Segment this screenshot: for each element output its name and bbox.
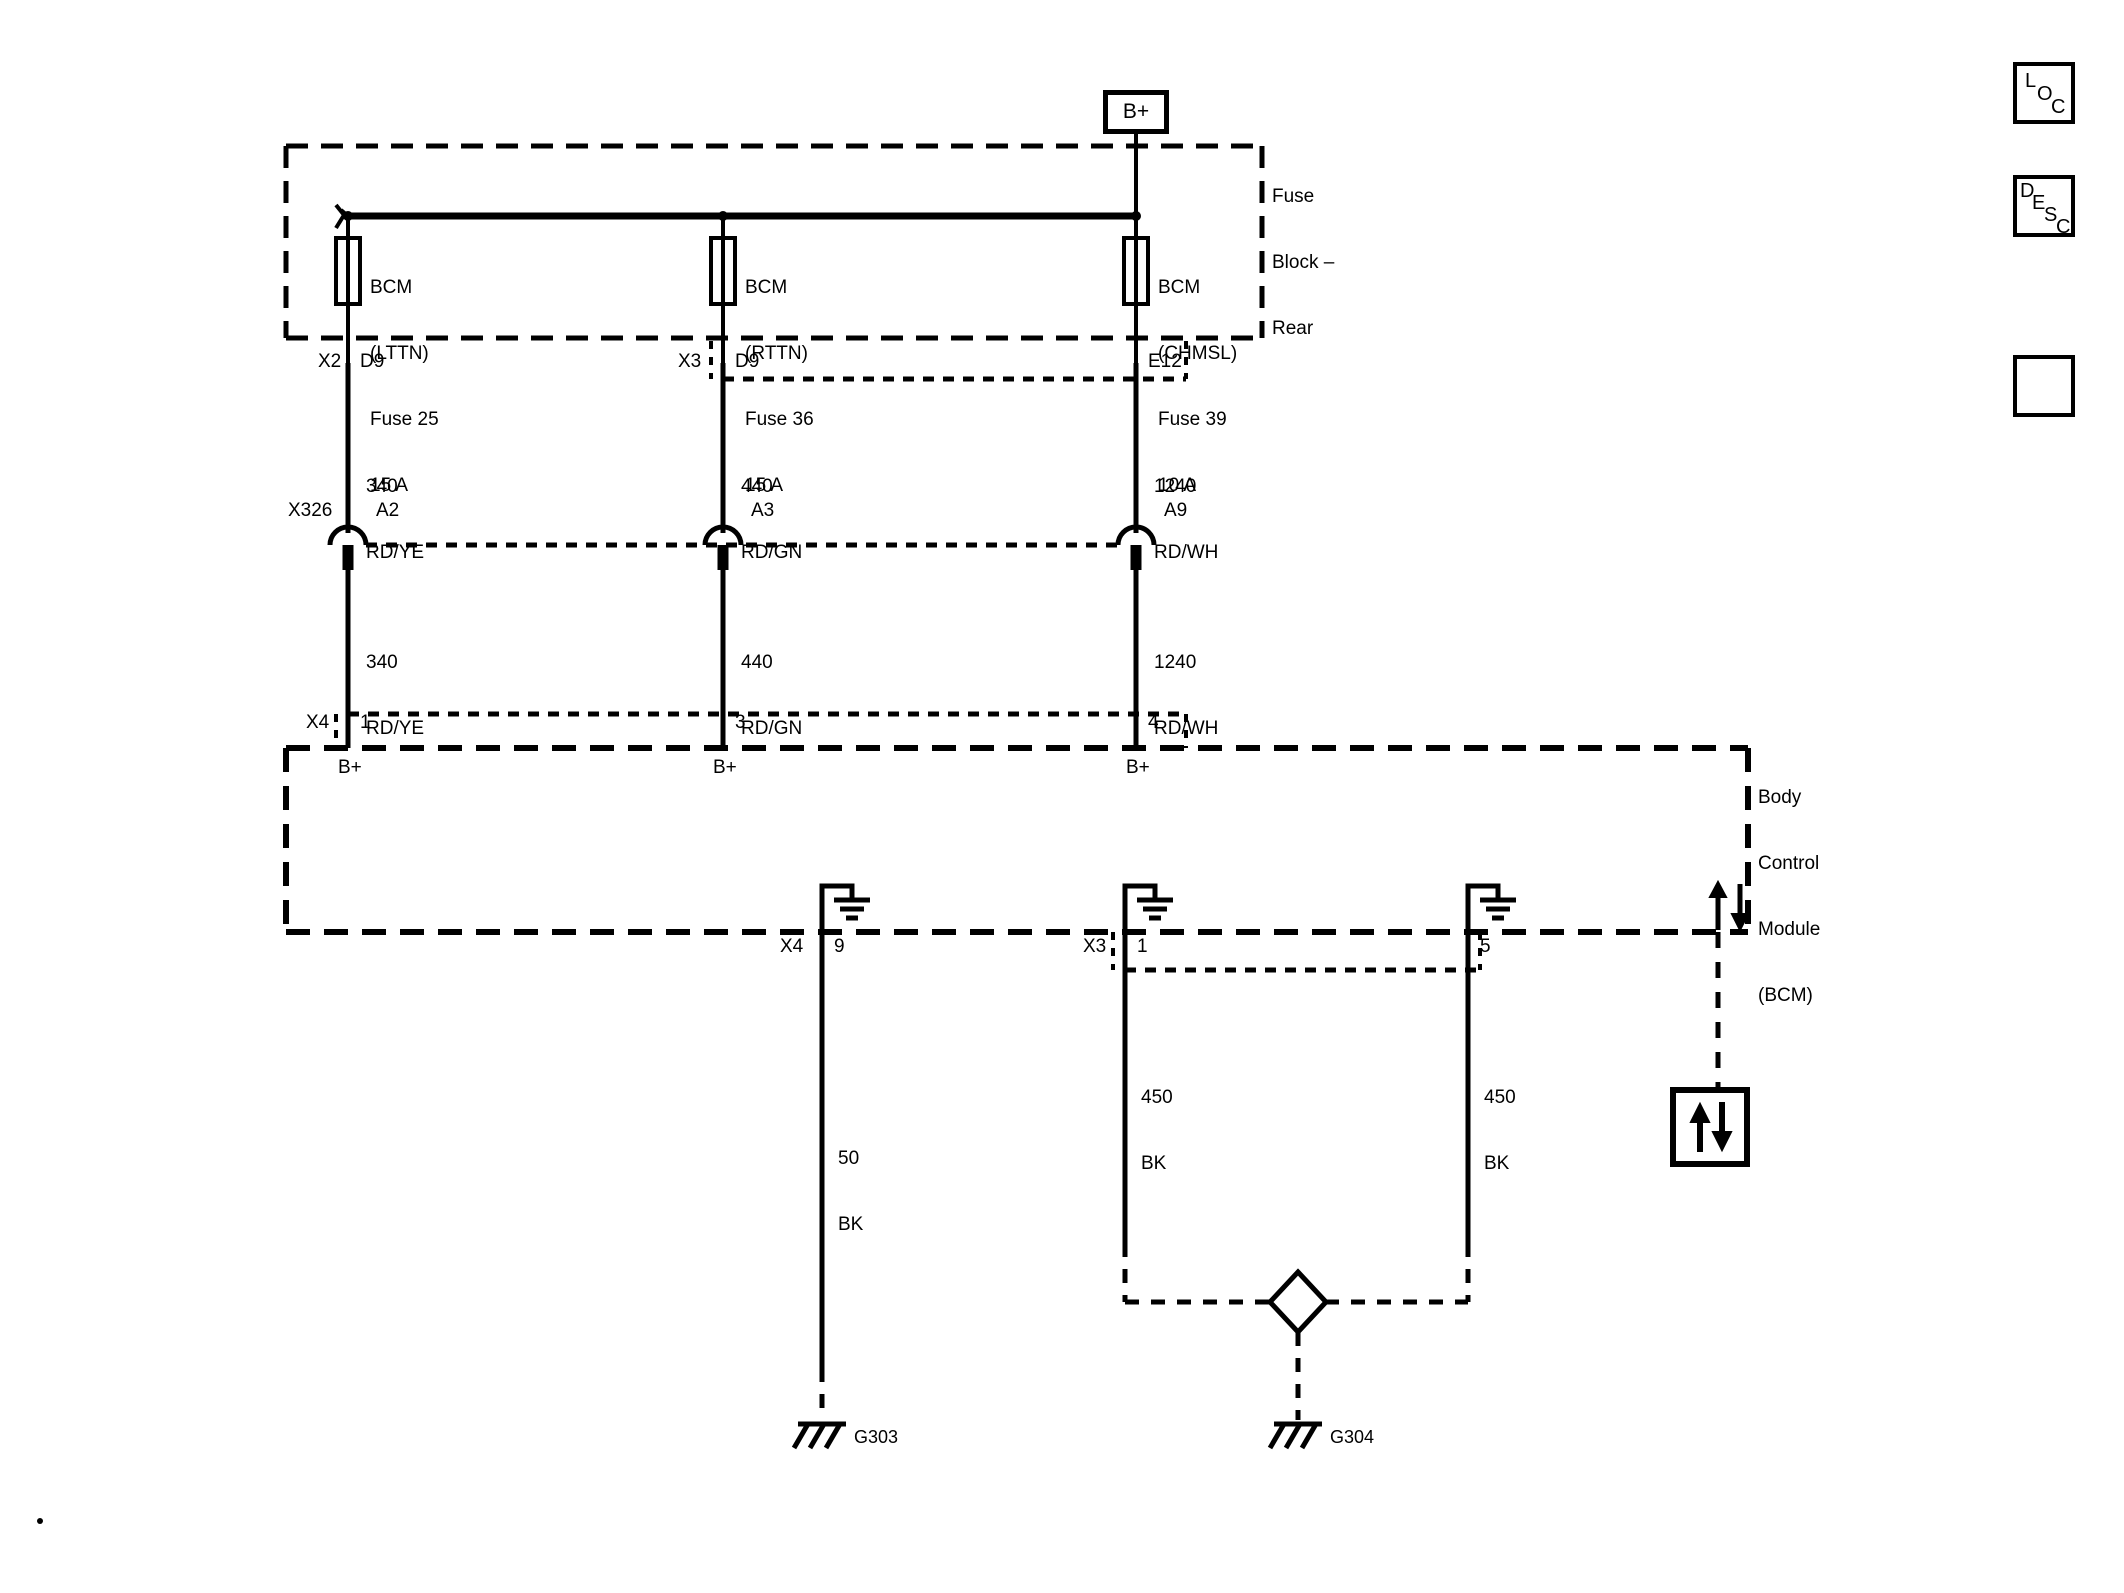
wire-color-code: BK (838, 1214, 864, 1235)
pin-x326-a2: A2 (376, 500, 400, 521)
arrow-right-icon (2017, 359, 2124, 1593)
wire-label-340-rdye-lower: 340 RD/YE (366, 608, 424, 784)
fuse-rttn-circuit: (RTTN) (745, 343, 808, 364)
signal-b-plus-2: B+ (713, 757, 737, 778)
pin-x4-9: 9 (834, 936, 845, 957)
signal-b-plus-3: B+ (1126, 757, 1150, 778)
wire-color-code: RD/YE (366, 718, 425, 739)
wire-circuit-number: 450 (1484, 1087, 1516, 1108)
connector-x4-power-label: X4 (306, 712, 330, 733)
loc-button[interactable]: L O C (2013, 62, 2075, 124)
connector-x3-ground-label: X3 (1083, 936, 1107, 957)
ground-id-g303: G303 (854, 1427, 899, 1447)
next-page-button[interactable] (2013, 355, 2075, 417)
loc-letter-l: L (2025, 70, 2037, 92)
wire-circuit-number: 440 (741, 652, 773, 673)
desc-icon: D E S C (2017, 179, 2071, 238)
wire-label-1240-rdwh-upper: 1240 RD/WH (1154, 432, 1218, 608)
wire-color-code: RD/GN (741, 542, 803, 563)
fuse-chmsl-number: Fuse 39 (1158, 409, 1227, 430)
wire-label-450-bk-right: 450 BK (1484, 1043, 1516, 1219)
wire-label-50-bk: 50 BK (838, 1104, 863, 1280)
wire-color-code: RD/YE (366, 542, 425, 563)
desc-letter-e: E (2032, 192, 2046, 214)
desc-letter-d: D (2020, 180, 2035, 202)
wire-circuit-number: 440 (741, 476, 773, 497)
fuse-block-label-line-3: Rear (1272, 318, 1314, 339)
wire-circuit-number: 340 (366, 476, 398, 497)
loc-letter-c: C (2051, 96, 2066, 118)
wire-circuit-number: 450 (1141, 1087, 1173, 1108)
desc-letter-s: S (2044, 204, 2058, 226)
wire-circuit-number: 50 (838, 1148, 860, 1169)
fuse-chmsl-rating: 10 A (1158, 475, 1197, 496)
b-plus-source-label: B+ (1122, 100, 1150, 123)
ground-id-g304: G304 (1330, 1427, 1375, 1447)
wire-color-code: BK (1141, 1153, 1167, 1174)
desc-letter-c: C (2056, 216, 2071, 238)
b-plus-source-box: B+ (1103, 90, 1169, 134)
pin-x326-a9: A9 (1164, 500, 1188, 521)
bcm-label-line-3: Module (1758, 919, 1821, 940)
fuse-block-label-line-2: Block – (1272, 252, 1335, 273)
bcm-label-line-4: (BCM) (1758, 985, 1813, 1006)
fuse-rttn-rating: 15 A (745, 475, 784, 496)
pin-x326-a3: A3 (751, 500, 775, 521)
pin-e12: E12 (1148, 351, 1182, 372)
connector-x3-label: X3 (678, 351, 702, 372)
pin-x3-d9: D9 (735, 351, 760, 372)
loc-icon: L O C (2017, 66, 2071, 120)
bcm-label-line-2: Control (1758, 853, 1820, 874)
wrench-arrow-button[interactable] (2005, 258, 2085, 340)
bcm-label-line-1: Body (1758, 787, 1802, 808)
wire-label-440-rdgn-upper: 440 RD/GN (741, 432, 802, 608)
wire-color-code: RD/WH (1154, 718, 1219, 739)
wire-label-440-rdgn-lower: 440 RD/GN (741, 608, 802, 784)
fuse-label-rttn: BCM (RTTN) Fuse 36 15 A (745, 233, 814, 541)
fuse-lttn-rating: 15 A (370, 475, 409, 496)
wire-label-340-rdye-upper: 340 RD/YE (366, 432, 424, 608)
connector-x4-ground-label: X4 (780, 936, 804, 957)
fuse-label-lttn: BCM (LTTN) Fuse 25 15 A (370, 233, 439, 541)
wire-circuit-number: 340 (366, 652, 398, 673)
fuse-label-chmsl: BCM (CHMSL) Fuse 39 10 A (1158, 233, 1237, 541)
fuse-block-label: Fuse Block – Rear (1272, 142, 1334, 384)
pin-x2-d9: D9 (360, 351, 385, 372)
fuse-rttn-number: Fuse 36 (745, 409, 814, 430)
fuse-lttn-number: Fuse 25 (370, 409, 439, 430)
wire-label-1240-rdwh-lower: 1240 RD/WH (1154, 608, 1218, 784)
wire-color-code: RD/GN (741, 718, 803, 739)
fuse-block-label-line-1: Fuse (1272, 186, 1315, 207)
wire-circuit-number: 1240 (1154, 652, 1197, 673)
pin-x3-1: 1 (1137, 936, 1148, 957)
pin-x3-5: 5 (1480, 936, 1491, 957)
bcm-module-label: Body Control Module (BCM) (1758, 743, 1820, 1051)
connector-x2-label: X2 (318, 351, 342, 372)
pin-x4-4: 4 (1148, 712, 1159, 733)
fuse-lttn-name: BCM (370, 277, 413, 298)
pin-x4-3: 3 (735, 712, 746, 733)
signal-b-plus-1: B+ (338, 757, 362, 778)
wire-label-450-bk-left: 450 BK (1141, 1043, 1173, 1219)
wire-color-code: RD/WH (1154, 542, 1219, 563)
fuse-chmsl-circuit: (CHMSL) (1158, 343, 1238, 364)
desc-button[interactable]: D E S C (2013, 175, 2075, 238)
fuse-chmsl-name: BCM (1158, 277, 1201, 298)
wire-circuit-number: 1240 (1154, 476, 1197, 497)
connector-x326-label: X326 (288, 500, 333, 521)
fuse-lttn-circuit: (LTTN) (370, 343, 429, 364)
loc-letter-o: O (2037, 83, 2053, 105)
pin-x4-1: 1 (360, 712, 371, 733)
wire-color-code: BK (1484, 1153, 1510, 1174)
fuse-rttn-name: BCM (745, 277, 788, 298)
